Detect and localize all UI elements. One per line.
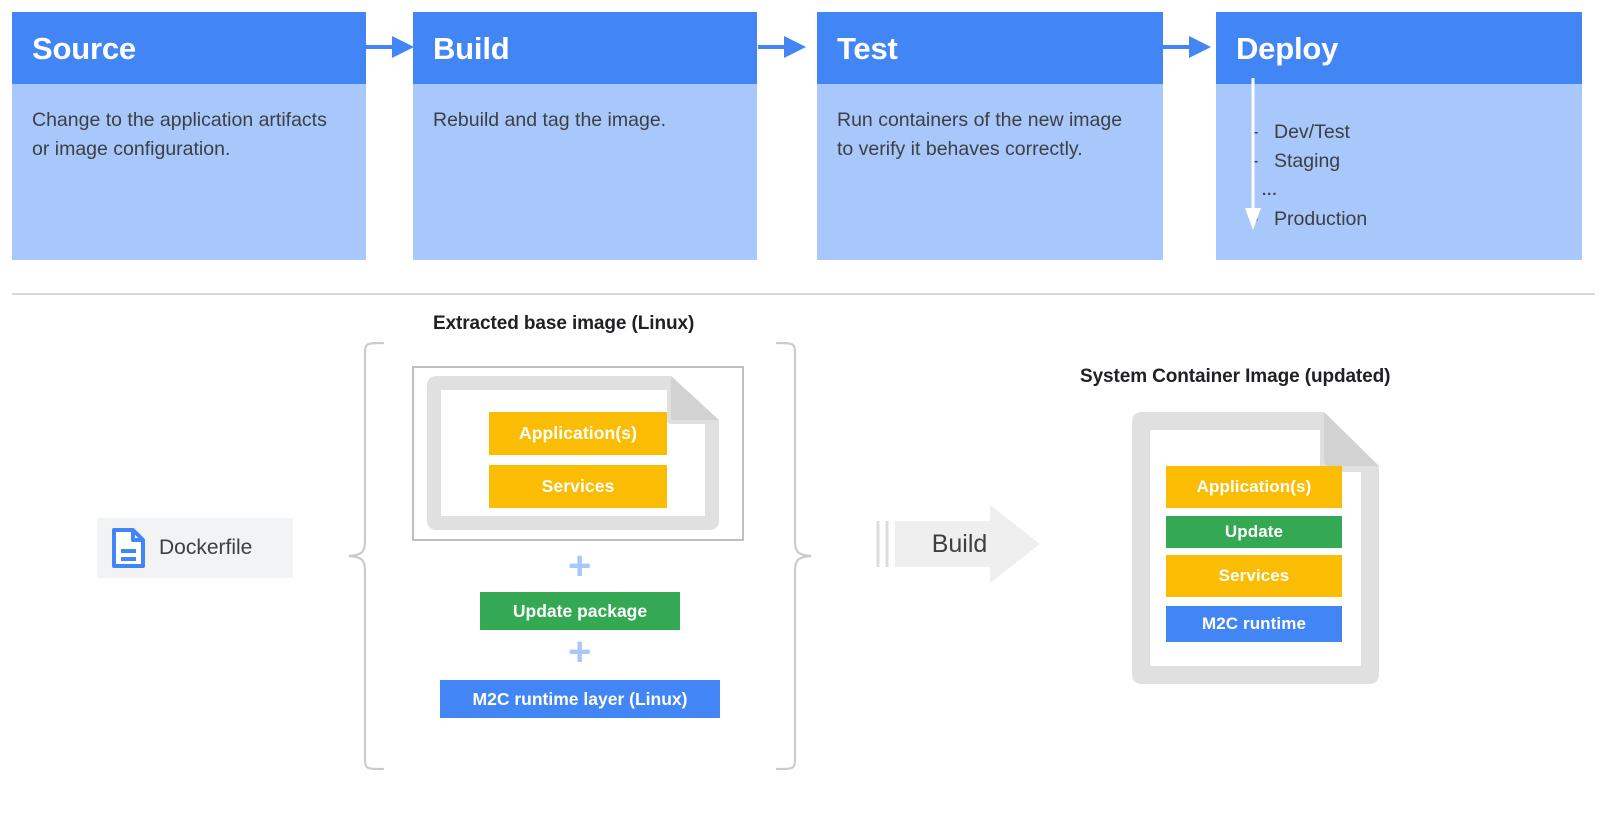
pipeline-card-deploy: Deploy - Dev/Test - Staging ... - Produc… [1216,12,1582,260]
list-label: Production [1274,208,1368,230]
right-brace [775,341,812,771]
card-header-build: Build [413,12,757,84]
dockerfile-chip[interactable]: Dockerfile [97,518,293,578]
card-title-deploy: Deploy [1236,30,1339,66]
list-item: - Production [1216,205,1582,234]
layer-bar-application: Application(s) [1166,466,1342,508]
deploy-environment-list: - Dev/Test - Staging ... - Production [1216,84,1582,234]
pipeline-card-test: Test Run containers of the new image to … [817,12,1163,260]
card-body-build: Rebuild and tag the image. [433,109,667,131]
output-image-label: System Container Image (updated) [1080,366,1391,387]
block-arrow-right-icon [876,505,1040,583]
base-image-label: Extracted base image (Linux) [433,313,695,334]
card-header-deploy: Deploy [1216,12,1582,84]
plus-icon: + [568,630,592,674]
list-label: Staging [1274,150,1341,172]
layer-bar-application: Application(s) [489,412,667,455]
list-marker: - [1252,208,1259,230]
dockerfile-label: Dockerfile [159,536,253,559]
layer-bar-services: Services [489,465,667,508]
list-marker: - [1252,121,1259,143]
list-item: ... [1216,176,1582,205]
left-brace [348,341,385,771]
list-item: - Dev/Test [1216,118,1582,147]
card-title-build: Build [433,30,510,66]
card-body-source: Change to the application artifacts or i… [32,109,327,160]
pipeline-card-source: Source Change to the application artifac… [12,12,366,260]
output-image-document-shape [1132,412,1379,684]
card-title-test: Test [837,30,898,66]
pipeline-card-build: Build Rebuild and tag the image. [413,12,757,260]
layer-bar-update-package: Update package [480,592,680,630]
document-icon [112,528,145,568]
layer-bar-m2c-runtime-layer: M2C runtime layer (Linux) [440,680,720,718]
card-body-test: Run containers of the new image to verif… [837,109,1123,160]
list-marker: - [1252,150,1259,172]
build-action-label: Build [931,530,988,558]
arrow-right-icon [366,36,414,58]
section-divider [12,293,1595,295]
arrow-right-icon [1163,36,1211,58]
list-label: Dev/Test [1274,121,1350,143]
list-marker-ellipsis: ... [1262,182,1278,199]
card-title-source: Source [32,30,136,66]
layer-bar-services: Services [1166,555,1342,597]
layer-bar-m2c-runtime: M2C runtime [1166,606,1342,642]
card-header-test: Test [817,12,1163,84]
layer-bar-update: Update [1166,516,1342,548]
card-header-source: Source [12,12,366,84]
plus-icon: + [568,544,592,588]
list-item: - Staging [1216,147,1582,176]
arrow-right-icon [758,36,806,58]
